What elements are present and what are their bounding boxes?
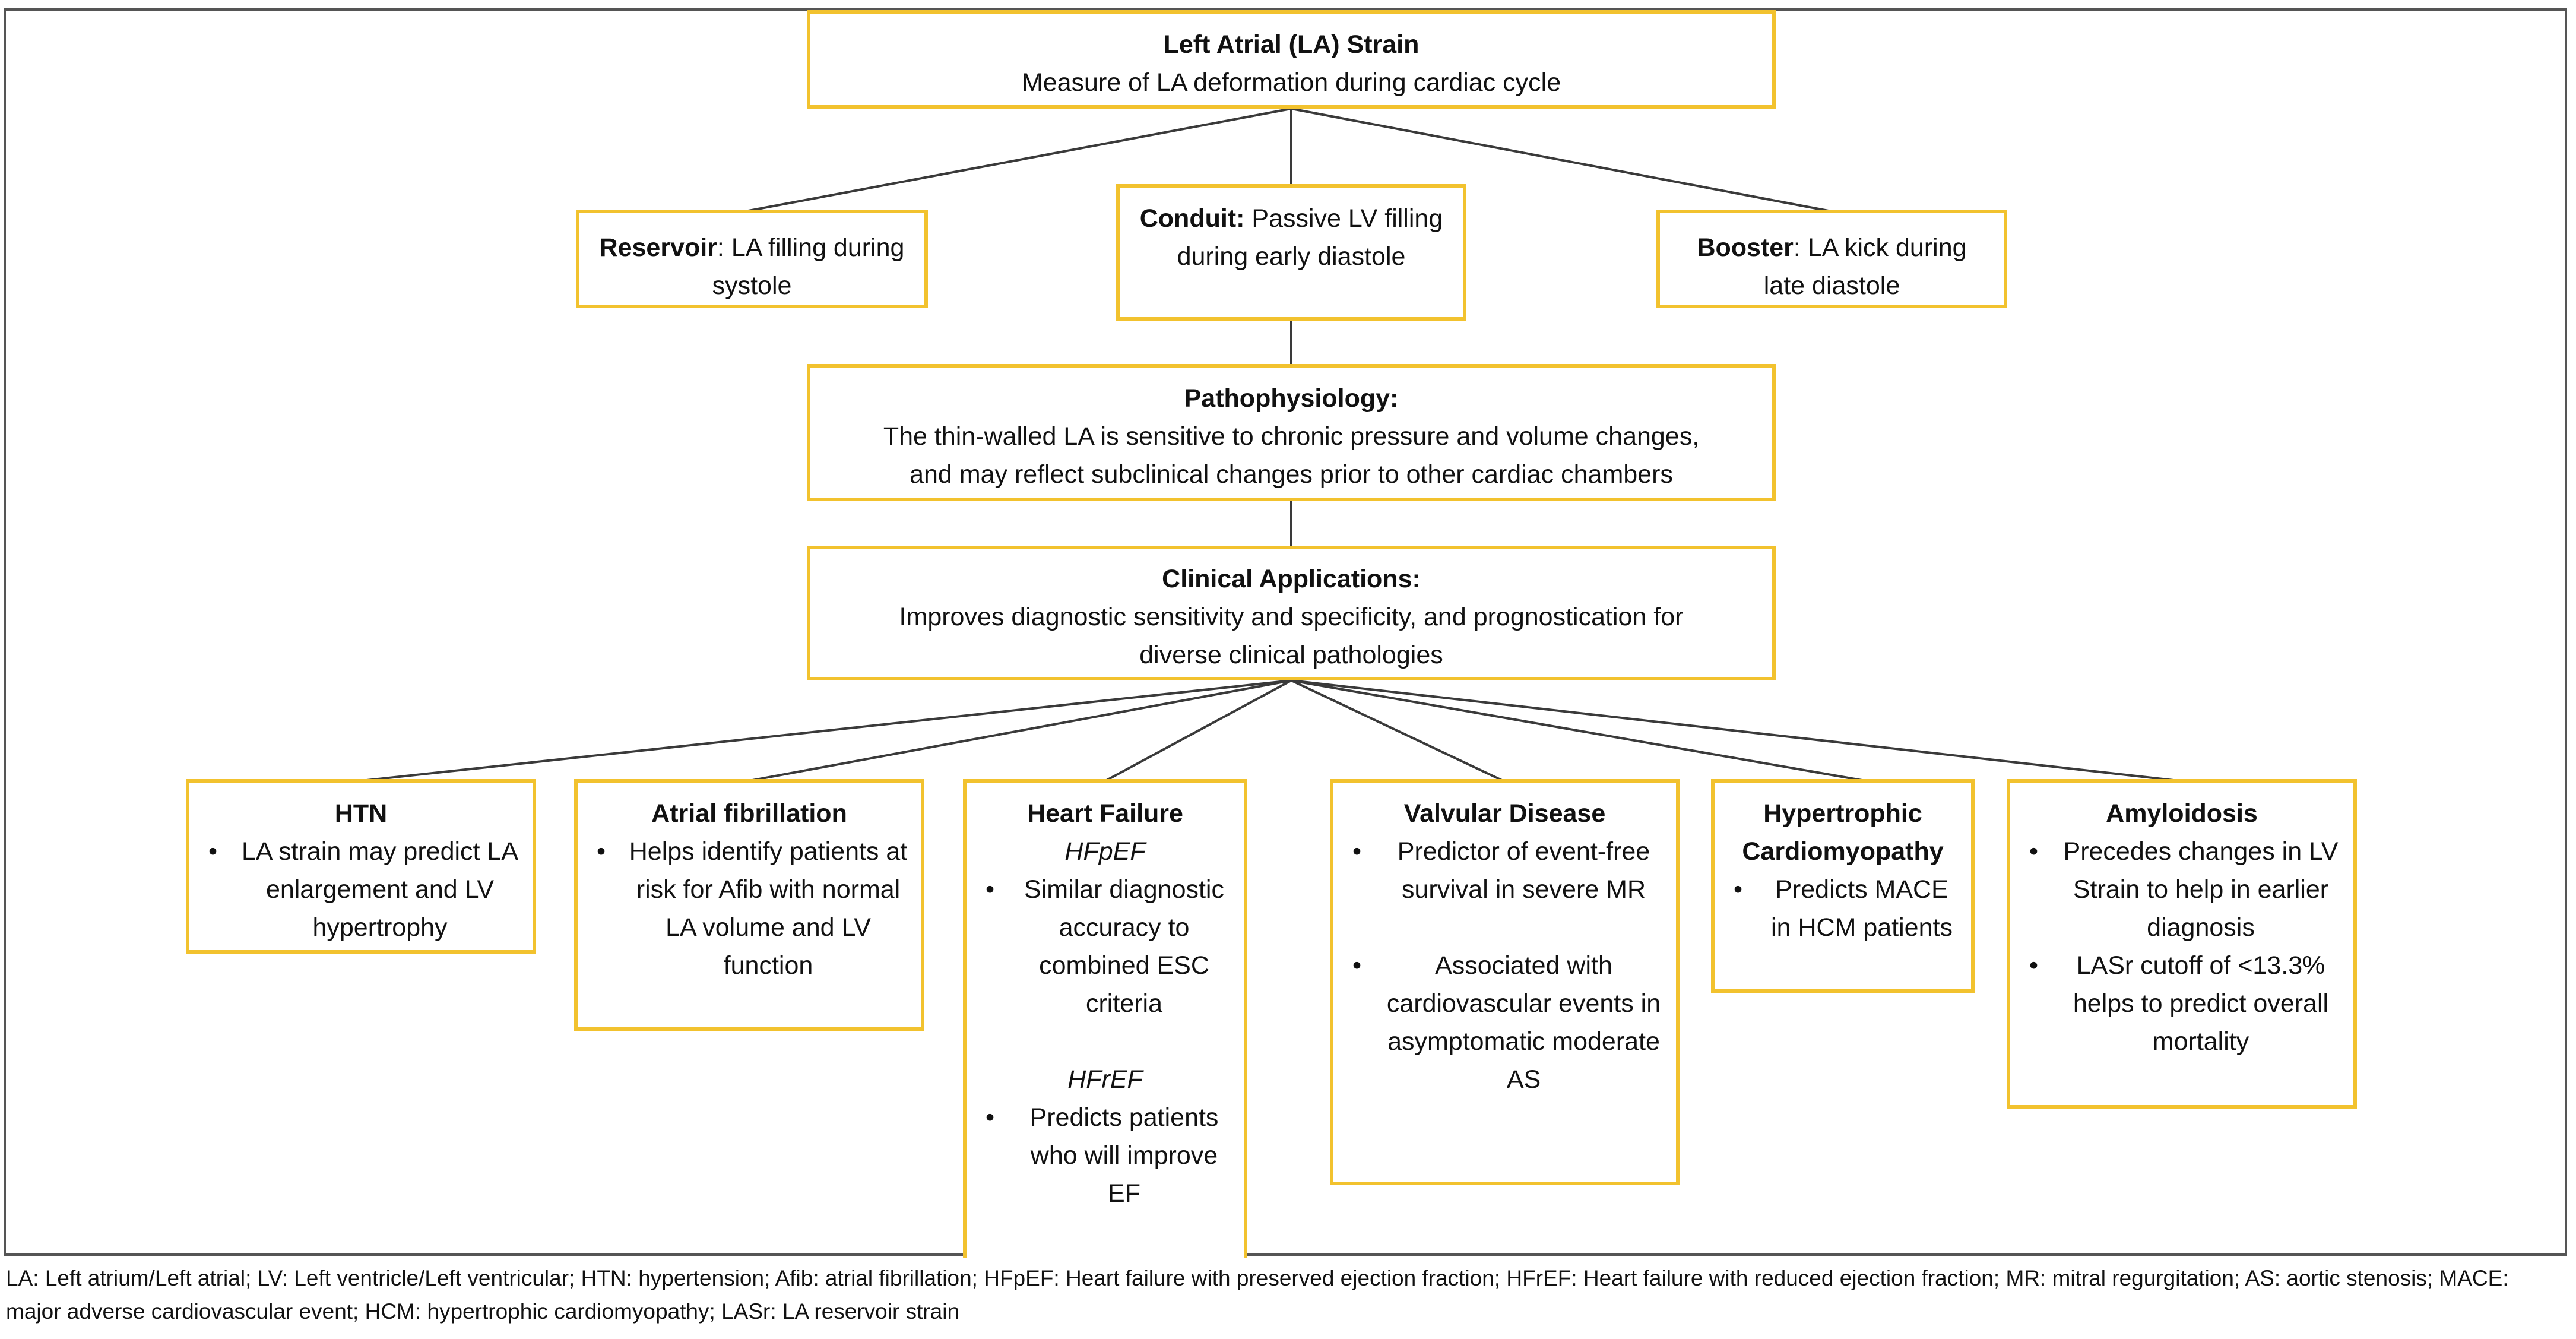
node-reservoir-text: LA filling during systole (712, 233, 905, 300)
node-hf-title: Heart Failure (1027, 799, 1183, 828)
node-afib-title: Atrial fibrillation (651, 799, 847, 828)
node-heart-failure: Heart Failure HFpEF •Similar diagnostic … (963, 779, 1247, 1258)
node-la-strain: Left Atrial (LA) Strain Measure of LA de… (807, 10, 1776, 109)
node-booster-label: Booster (1697, 233, 1794, 262)
edge-clinical-hf (1105, 679, 1292, 782)
node-htn-title: HTN (334, 799, 388, 828)
node-hf-hfref-bullet: •Predicts patients who will improve EF (986, 1103, 1219, 1208)
node-la-strain-text: Measure of LA deformation during cardiac… (1021, 68, 1561, 97)
node-la-strain-title: Left Atrial (LA) Strain (1163, 30, 1420, 59)
node-amyloidosis-bullet-2: •LASr cutoff of <13.3% helps to predict … (2029, 951, 2329, 1056)
node-hcm-bullet: •Predicts MACE in HCM patients (1734, 875, 1953, 942)
edge-clinical-hcm (1291, 679, 1866, 782)
node-pathophysiology-title: Pathophysiology: (1184, 384, 1399, 413)
node-pathophysiology: Pathophysiology: The thin-walled LA is s… (807, 364, 1776, 501)
node-amyloidosis-bullet-1: •Precedes changes in LV Strain to help i… (2029, 837, 2339, 942)
node-htn: HTN •LA strain may predict LA enlargemen… (186, 779, 536, 954)
node-clinical-line2: diverse clinical pathologies (1139, 641, 1443, 669)
node-booster: Booster: LA kick during late diastole (1656, 210, 2007, 308)
edge-clinical-afib (749, 679, 1292, 782)
node-hf-hfref-label: HFrEF (1067, 1065, 1143, 1094)
node-reservoir: Reservoir: LA filling during systole (576, 210, 928, 308)
node-htn-bullet: •LA strain may predict LA enlargement an… (208, 837, 519, 942)
diagram-frame (4, 8, 2567, 1256)
edge-clinical-valvular (1291, 679, 1504, 782)
edge-clinical-htn (360, 679, 1292, 782)
node-atrial-fibrillation: Atrial fibrillation •Helps identify pati… (574, 779, 924, 1031)
abbreviations-footnote: LA: Left atrium/Left atrial; LV: Left ve… (6, 1266, 2509, 1324)
node-conduit-label: Conduit: (1139, 204, 1245, 233)
node-valvular-bullet-1: •Predictor of event-free survival in sev… (1352, 837, 1650, 904)
node-amyloidosis: Amyloidosis •Precedes changes in LV Stra… (2007, 779, 2357, 1109)
node-valvular-title: Valvular Disease (1403, 799, 1606, 828)
node-clinical-title: Clinical Applications: (1162, 565, 1421, 593)
node-pathophysiology-line2: and may reflect subclinical changes prio… (910, 460, 1673, 489)
node-conduit: Conduit: Passive LV filling during early… (1116, 184, 1466, 321)
node-reservoir-label: Reservoir (599, 233, 717, 262)
edge-top-reservoir (744, 107, 1292, 213)
node-amyloidosis-title: Amyloidosis (2106, 799, 2258, 828)
node-clinical-line1: Improves diagnostic sensitivity and spec… (899, 603, 1684, 631)
node-conduit-text: Passive LV filling during early diastole (1177, 204, 1443, 271)
node-hf-hfpef-bullet: •Similar diagnostic accuracy to combined… (986, 875, 1224, 1018)
node-hf-hfpef-label: HFpEF (1064, 837, 1146, 866)
node-pathophysiology-line1: The thin-walled LA is sensitive to chron… (883, 422, 1700, 451)
node-valvular-disease: Valvular Disease •Predictor of event-fre… (1330, 779, 1680, 1185)
node-clinical-applications: Clinical Applications: Improves diagnost… (807, 546, 1776, 680)
node-afib-bullet: •Helps identify patients at risk for Afi… (597, 837, 908, 980)
node-valvular-bullet-2: •Associated with cardiovascular events i… (1352, 951, 1661, 1094)
node-hcm-title: Hypertrophic Cardiomyopathy (1742, 799, 1944, 866)
node-hypertrophic-cardiomyopathy: Hypertrophic Cardiomyopathy •Predicts MA… (1711, 779, 1975, 993)
edge-clinical-amyloidosis (1291, 679, 2179, 782)
node-booster-text: LA kick during late diastole (1763, 233, 1967, 300)
edge-top-booster (1291, 107, 1832, 213)
